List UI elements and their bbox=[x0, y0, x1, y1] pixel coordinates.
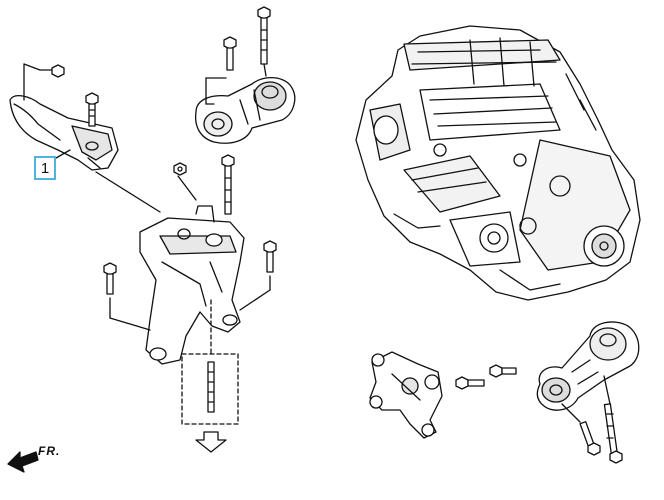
lower-torque-rod bbox=[536, 321, 640, 411]
bolt-lower-left bbox=[103, 262, 151, 331]
upper-mount-bracket bbox=[9, 94, 119, 171]
lower-right-bracket bbox=[369, 351, 443, 439]
bolt-upper-left bbox=[23, 63, 65, 101]
engine-assembly bbox=[355, 25, 641, 301]
bolt-lower-right bbox=[239, 240, 277, 311]
part-callout-1[interactable]: 1 bbox=[34, 156, 56, 180]
nut-center bbox=[173, 162, 197, 201]
bolt-upper-center bbox=[85, 92, 99, 127]
lower-transmission-mount bbox=[139, 205, 245, 365]
upper-torque-mount bbox=[194, 77, 296, 144]
bolt-upper-tall bbox=[257, 6, 271, 77]
bolt-center-long bbox=[221, 154, 235, 215]
front-direction-label: FR. bbox=[38, 444, 61, 458]
callout-leader bbox=[55, 149, 71, 159]
front-direction-arrow-icon bbox=[7, 451, 39, 473]
leader-bracket-to-mount bbox=[95, 171, 161, 213]
bolt-lower-rod-b bbox=[603, 375, 623, 464]
bolt-upper-short bbox=[205, 36, 237, 105]
bolt-lower-right-b bbox=[489, 364, 517, 378]
bolt-lower-rod-a bbox=[561, 403, 601, 456]
stud-detail-box bbox=[181, 299, 239, 453]
bolt-lower-right-a bbox=[455, 376, 485, 390]
